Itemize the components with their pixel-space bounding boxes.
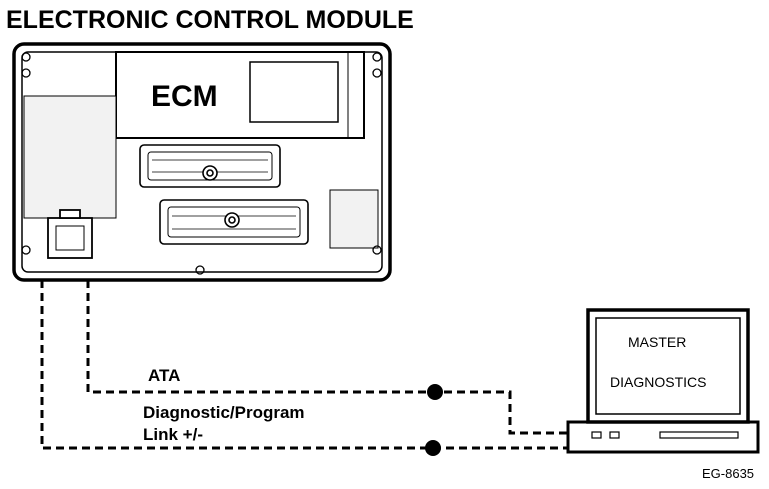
link-label-ata: ATA — [148, 366, 180, 385]
link-junction-dot-upper — [427, 384, 443, 400]
diagnostic-link-cable — [40, 280, 568, 450]
ecm-label: ECM — [151, 80, 218, 113]
diagram-title: ELECTRONIC CONTROL MODULE — [6, 6, 414, 34]
diagnostic-plug-icon — [47, 209, 93, 259]
ecm-module — [12, 42, 392, 282]
link-junction-dot-lower — [425, 440, 441, 456]
ecm-connector-lower-icon — [159, 199, 309, 245]
link-label-line2: Link +/- — [143, 425, 203, 444]
figure-id: EG-8635 — [702, 466, 754, 481]
laptop-screen-line1: MASTER — [628, 334, 686, 350]
laptop-icon — [566, 308, 760, 454]
ecm-connector-upper-icon — [139, 144, 281, 188]
mounting-bolt-icons — [21, 52, 382, 275]
laptop-screen-line2: DIAGNOSTICS — [610, 374, 706, 390]
link-label-line1: Diagnostic/Program — [143, 403, 305, 422]
